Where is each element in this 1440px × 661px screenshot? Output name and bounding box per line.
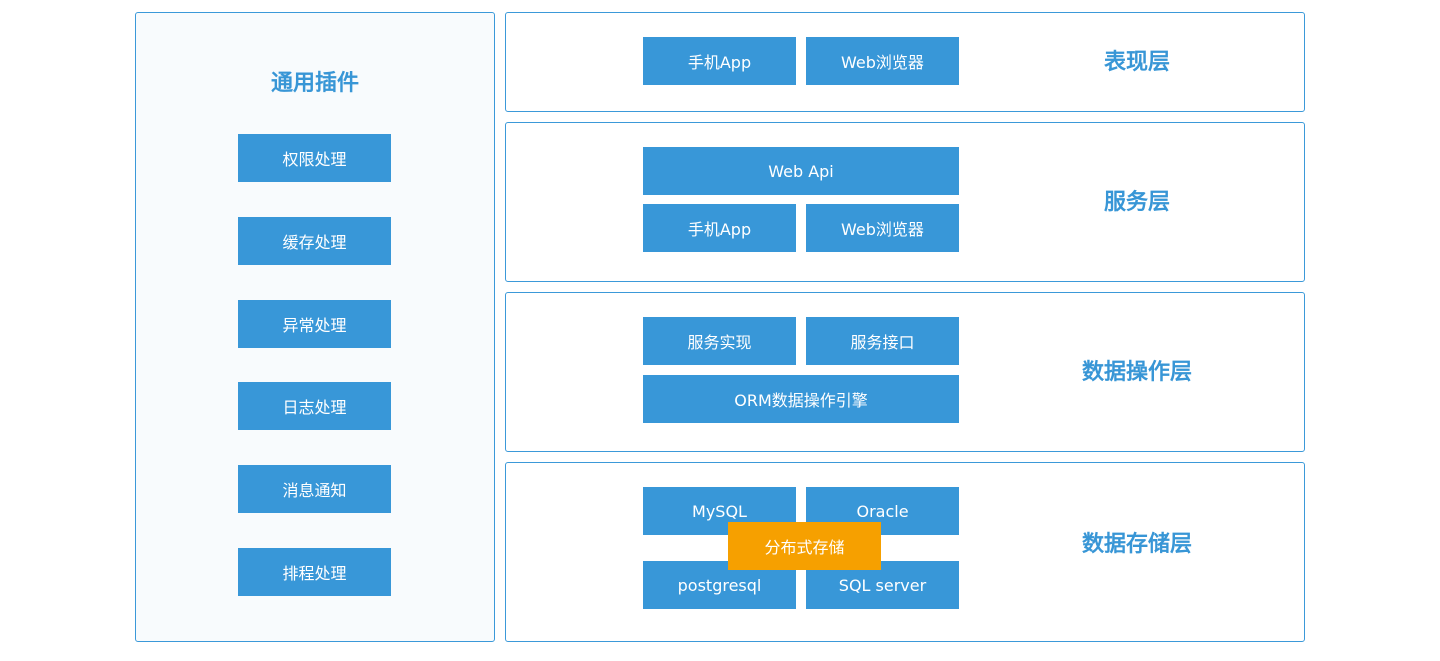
data-operation-layer-panel: 服务实现 服务接口 ORM数据操作引擎 数据操作层 (505, 292, 1305, 452)
presentation-web-browser: Web浏览器 (806, 37, 959, 85)
data-op-service-interface: 服务接口 (806, 317, 959, 365)
service-layer-title: 服务层 (1104, 190, 1171, 215)
presentation-layer-title: 表现层 (1104, 50, 1171, 75)
service-web-api: Web Api (643, 147, 959, 195)
data-storage-layer-title: 数据存储层 (1082, 532, 1193, 557)
data-storage-layer-panel: MySQL Oracle postgresql SQL server 分布式存储… (505, 462, 1305, 642)
data-operation-layer-title: 数据操作层 (1082, 360, 1193, 385)
presentation-layer-panel: 手机App Web浏览器 表现层 (505, 12, 1305, 112)
storage-postgresql: postgresql (643, 561, 796, 609)
storage-sql-server: SQL server (806, 561, 959, 609)
plugin-message: 消息通知 (238, 465, 391, 513)
plugins-title: 通用插件 (270, 71, 359, 96)
plugin-log: 日志处理 (238, 382, 391, 430)
storage-mysql: MySQL (643, 487, 796, 535)
data-op-orm-engine: ORM数据操作引擎 (643, 375, 959, 423)
plugin-cache: 缓存处理 (238, 217, 391, 265)
data-op-service-impl: 服务实现 (643, 317, 796, 365)
plugin-exception: 异常处理 (238, 300, 391, 348)
plugin-schedule: 排程处理 (238, 548, 391, 596)
service-web-browser: Web浏览器 (806, 204, 959, 252)
storage-distributed: 分布式存储 (728, 522, 881, 570)
common-plugins-panel: 通用插件 权限处理 缓存处理 异常处理 日志处理 消息通知 排程处理 (135, 12, 495, 642)
service-layer-panel: Web Api 手机App Web浏览器 服务层 (505, 122, 1305, 282)
plugin-permission: 权限处理 (238, 134, 391, 182)
service-mobile-app: 手机App (643, 204, 796, 252)
presentation-mobile-app: 手机App (643, 37, 796, 85)
